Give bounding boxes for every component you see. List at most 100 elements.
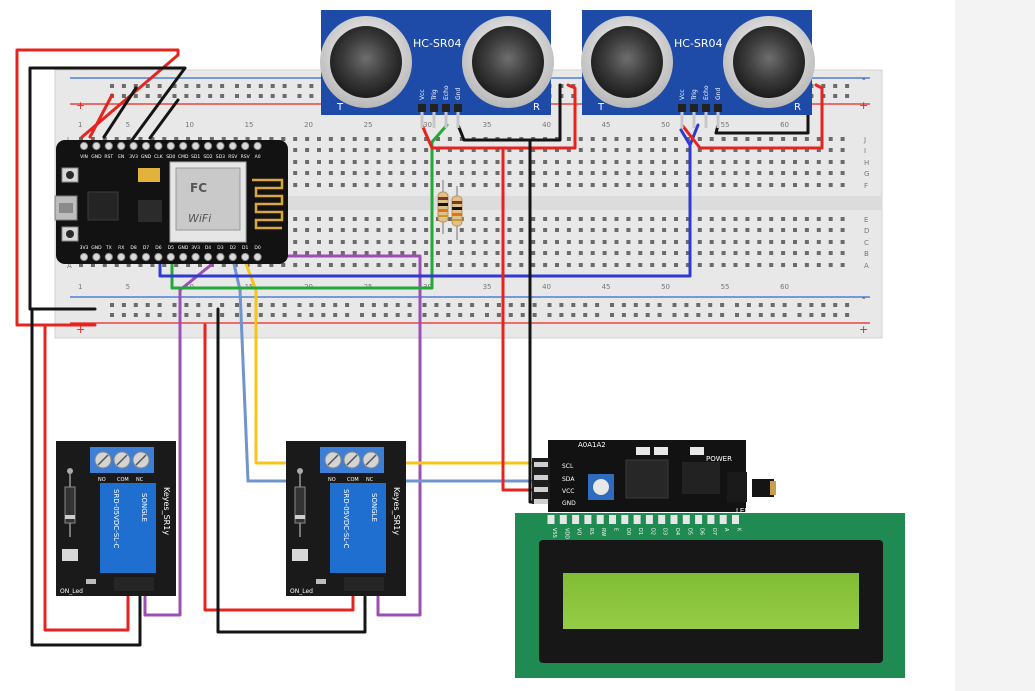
breadboard-hole (364, 160, 369, 164)
rail-hole (321, 303, 326, 307)
breadboard-hole (721, 171, 726, 175)
breadboard-hole (436, 240, 440, 244)
breadboard-hole (566, 217, 571, 221)
sensor-pin (456, 112, 460, 128)
breadboard-hole (709, 183, 714, 187)
breadboard-hole (483, 240, 488, 244)
background-strip (955, 0, 1035, 691)
rail-hole (282, 94, 287, 98)
breadboard-hole (400, 183, 405, 187)
rail-hole (845, 313, 850, 317)
breadboard-hole (376, 183, 381, 187)
breadboard-hole (578, 251, 583, 255)
nodemcu-top-pin-label: CLK (154, 154, 164, 160)
breadboard-hole (531, 228, 536, 232)
breadboard-hole (626, 263, 631, 267)
rail-hole (282, 313, 287, 317)
lcd-pin (633, 515, 641, 524)
breadboard-hole (745, 251, 750, 255)
breadboard-hole (721, 240, 726, 244)
breadboard-hole (352, 183, 357, 187)
rail-plus-top-left: + (76, 99, 85, 112)
breadboard-hole (543, 263, 548, 267)
breadboard-hole (662, 171, 667, 175)
breadboard-hole (733, 137, 738, 141)
rail-hole (621, 303, 626, 307)
breadboard-hole (769, 228, 774, 232)
breadboard-hole (269, 263, 274, 267)
breadboard-hole (793, 160, 797, 164)
breadboard-hole (352, 160, 357, 164)
relay-transistor (292, 549, 308, 561)
breadboard-hole (531, 183, 536, 187)
rail-hole (735, 313, 739, 317)
sensor2-t-mark: T (597, 102, 605, 113)
breadboard-hole (340, 183, 345, 187)
rail-hole (235, 94, 239, 98)
breadboard-hole (709, 263, 714, 267)
column-number-top: 35 (483, 121, 492, 129)
breadboard-hole (638, 183, 643, 187)
sensor-pin-housing (714, 104, 722, 112)
breadboard-hole (198, 263, 202, 267)
column-number-top: 60 (780, 121, 789, 129)
breadboard-hole (733, 251, 738, 255)
breadboard-hole (459, 137, 464, 141)
breadboard-hole (757, 160, 762, 164)
row-letter-right: D (864, 227, 869, 235)
relay-name-label: Keyes_SR1y (162, 487, 171, 535)
terminal-screw-slot (346, 454, 358, 466)
diode-band (65, 515, 75, 519)
breadboard-hole (317, 171, 321, 175)
rail-hole (133, 303, 138, 307)
nodemcu-top-pin (179, 141, 188, 151)
breadboard-hole (174, 137, 179, 141)
breadboard-hole (424, 263, 429, 267)
breadboard-hole (840, 183, 845, 187)
breadboard-hole (317, 251, 321, 255)
breadboard-hole (555, 183, 559, 187)
breadboard-hole (697, 137, 702, 141)
lcd-pin-label: A (723, 528, 729, 532)
sensor2-model-label: HC-SR04 (674, 37, 723, 50)
nodemcu-top-pin (129, 141, 138, 151)
breadboard-hole (828, 251, 833, 255)
breadboard-hole (626, 240, 631, 244)
sensor-pin (716, 112, 720, 128)
breadboard-hole (816, 217, 821, 221)
nodemcu-bottom-pin (79, 252, 89, 262)
breadboard-hole (816, 240, 821, 244)
breadboard-hole (685, 183, 690, 187)
rail-hole (583, 303, 588, 307)
sensor-pin-housing (442, 104, 450, 112)
breadboard-hole (626, 148, 631, 152)
column-number-bottom: 35 (483, 283, 492, 291)
rail-hole (309, 313, 314, 317)
rail-hole (520, 303, 525, 307)
pcf8574-chip (625, 459, 669, 499)
breadboard-hole (590, 171, 595, 175)
nodemcu-top-pin-label: RSV (228, 154, 238, 160)
rail-hole (208, 84, 213, 88)
resistors (437, 180, 463, 240)
breadboard-hole (471, 148, 476, 152)
breadboard-hole (376, 251, 381, 255)
i2c-pin (534, 487, 548, 492)
lcd-pin (719, 515, 727, 524)
breadboard-hole (697, 263, 702, 267)
lcd-pin-label: VDD (563, 528, 569, 539)
rail-hole (809, 313, 814, 317)
fcc-mark: FC (190, 181, 207, 195)
breadboard-hole (745, 137, 750, 141)
wire-red-relay2-vcc (203, 323, 355, 612)
breadboard-hole (305, 183, 310, 187)
breadboard-hole (471, 263, 476, 267)
breadboard-hole (745, 183, 750, 187)
breadboard-hole (614, 160, 619, 164)
column-number-top: 10 (185, 121, 194, 129)
breadboard-hole (126, 137, 131, 141)
breadboard-hole (483, 228, 488, 232)
breadboard-hole (483, 263, 488, 267)
breadboard-hole (209, 137, 214, 141)
